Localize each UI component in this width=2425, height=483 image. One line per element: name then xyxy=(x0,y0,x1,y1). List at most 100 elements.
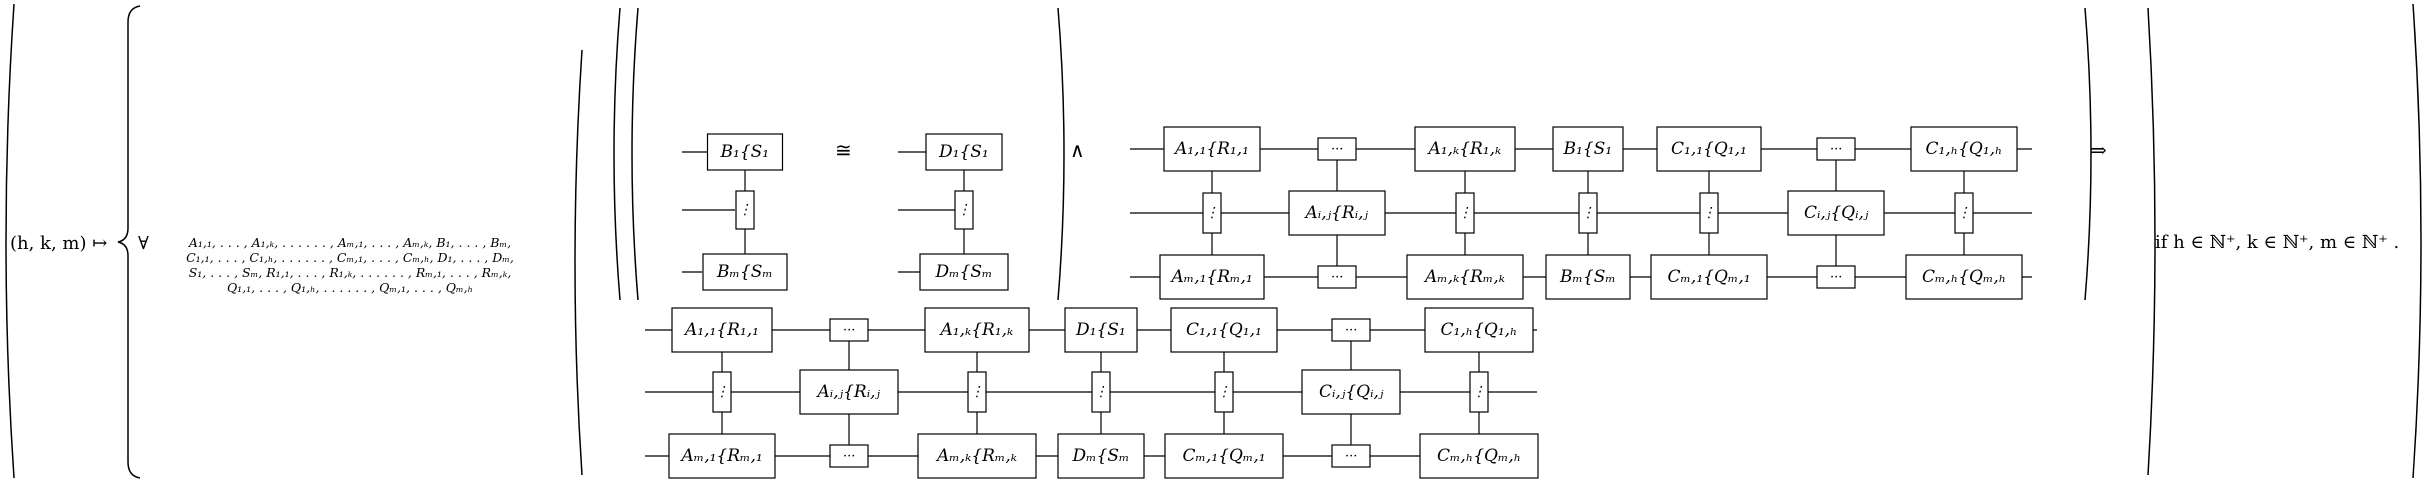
lower-row3-gate-3-box xyxy=(917,433,1037,479)
upper-row2-gate-7-label: ⋮ xyxy=(1957,205,1971,221)
upper-row3-gate-5-box xyxy=(1650,254,1768,300)
lower-row2-gate-3-box xyxy=(967,371,987,413)
lower-row2-gate-3-label: ⋮ xyxy=(970,384,984,400)
lower-row3-gate-4-label: Dₘ{Sₘ xyxy=(1072,445,1130,466)
upper-row2-gate-2-label: Aᵢ,ⱼ{Rᵢ,ⱼ xyxy=(1305,202,1369,223)
forall-symbol: ∀ xyxy=(138,233,149,254)
and-symbol: ∧ xyxy=(1070,138,1085,162)
upper-row3-gate-3-label: Aₘ,ₖ{Rₘ,ₖ xyxy=(1425,266,1505,287)
lower-row2-gate-1-box xyxy=(712,371,732,413)
lower-row3-gate-6-label: ··· xyxy=(1345,448,1358,464)
lower-row3-gate-2-box xyxy=(829,444,869,468)
quantifier-line-1: A₁,₁, . . . , A₁,ₖ, . . . . . . , Aₘ,₁, … xyxy=(188,235,512,250)
upper-row1-gate-2-box xyxy=(1317,137,1357,161)
lower-row1-gate-1-label: A₁,₁{R₁,₁ xyxy=(685,319,759,340)
pair-paren-left xyxy=(631,7,639,301)
lower-row2-gate-4-box xyxy=(1091,371,1111,413)
upper-row2-gate-3-label: ⋮ xyxy=(1458,205,1472,221)
lower-row2-gate-6-box xyxy=(1301,369,1401,415)
lower-row3-gate-5-label: Cₘ,₁{Qₘ,₁ xyxy=(1182,445,1266,466)
upper-row2-gate-4-box xyxy=(1578,192,1598,234)
lower-row2-gate-5-box xyxy=(1214,371,1234,413)
lower-row2-gate-2-box xyxy=(799,369,899,415)
upper-row2-gate-6-label: Cᵢ,ⱼ{Qᵢ,ⱼ xyxy=(1804,202,1869,223)
upper-row3-gate-7-box xyxy=(1905,254,2023,300)
upper-row2-gate-5-box xyxy=(1699,192,1719,234)
upper-row3-gate-1-box xyxy=(1159,254,1265,300)
lower-row2-gate-1-label: ⋮ xyxy=(715,384,729,400)
upper-row1-gate-7-box xyxy=(1910,126,2018,172)
lower-row2-gate-5-label: ⋮ xyxy=(1217,384,1231,400)
lower-row1-gate-4-box xyxy=(1064,307,1138,353)
upper-row3-gate-2-label: ··· xyxy=(1331,269,1344,285)
upper-row1-gate-1-box xyxy=(1163,126,1261,172)
lower-row2-gate-7-box xyxy=(1469,371,1489,413)
lower-row1-gate-3-label: A₁,ₖ{R₁,ₖ xyxy=(940,319,1014,340)
lower-row1-gate-2-box xyxy=(829,318,869,342)
upper-row2-gate-5-label: ⋮ xyxy=(1702,205,1716,221)
lower-row2-gate-2-label: Aᵢ,ⱼ{Rᵢ,ⱼ xyxy=(817,381,881,402)
b-mid-gate-label: ⋮ xyxy=(738,202,752,218)
lower-row3-gate-6-box xyxy=(1331,444,1371,468)
lower-row3-gate-7-label: Cₘ,ₕ{Qₘ,ₕ xyxy=(1437,445,1522,466)
lower-row1-gate-7-box xyxy=(1424,307,1534,353)
lower-row1-gate-6-label: ··· xyxy=(1345,322,1358,338)
lhs-paren-outer xyxy=(574,49,583,476)
upper-row3-gate-1-label: Aₘ,₁{Rₘ,₁ xyxy=(1171,266,1253,287)
b-bot-gate-box xyxy=(702,253,788,291)
lower-row1-gate-3-box xyxy=(924,307,1030,353)
upper-row3-gate-7-label: Cₘ,ₕ{Qₘ,ₕ xyxy=(1922,266,2007,287)
lower-row3-gate-3-label: Aₘ,ₖ{Rₘ,ₖ xyxy=(937,445,1017,466)
upper-row1-gate-3-box xyxy=(1414,126,1516,172)
lower-row1-gate-6-box xyxy=(1331,318,1371,342)
d-bot-gate-box xyxy=(919,253,1009,291)
upper-row1-gate-5-label: C₁,₁{Q₁,₁ xyxy=(1671,138,1747,159)
map-expression: (h, k, m) ↦ xyxy=(10,233,108,254)
upper-row3-gate-5-label: Cₘ,₁{Qₘ,₁ xyxy=(1667,266,1751,287)
upper-row1-gate-3-label: A₁,ₖ{R₁,ₖ xyxy=(1428,138,1502,159)
congruent-symbol: ≅ xyxy=(835,138,852,162)
lower-row1-gate-7-label: C₁,ₕ{Q₁,ₕ xyxy=(1440,319,1518,340)
rhs-paren-outer xyxy=(2147,7,2156,476)
conj-paren-right xyxy=(2084,7,2092,301)
upper-row2-gate-7-box xyxy=(1954,192,1974,234)
d-top-gate-label: D₁{S₁ xyxy=(939,141,989,162)
upper-row2-gate-4-label: ⋮ xyxy=(1581,205,1595,221)
set-left-brace xyxy=(117,5,141,479)
b-top-gate-box xyxy=(706,133,784,171)
upper-row3-gate-4-box xyxy=(1545,254,1631,300)
lower-row3-gate-5-box xyxy=(1164,433,1284,479)
quantifier-line-2: C₁,₁, . . . , C₁,ₕ, . . . . . . , Cₘ,₁, … xyxy=(186,250,514,265)
outer-left-paren xyxy=(5,3,15,479)
lower-row1-gate-4-label: D₁{S₁ xyxy=(1076,319,1126,340)
upper-row1-gate-4-label: B₁{S₁ xyxy=(1563,138,1613,159)
lower-row1-gate-5-box xyxy=(1170,307,1278,353)
upper-row3-gate-6-box xyxy=(1816,265,1856,289)
upper-row2-gate-1-label: ⋮ xyxy=(1205,205,1219,221)
lower-row1-gate-2-label: ··· xyxy=(843,322,856,338)
upper-row3-gate-3-box xyxy=(1406,254,1524,300)
upper-row1-gate-6-box xyxy=(1816,137,1856,161)
outer-right-paren xyxy=(2412,3,2422,479)
lower-row2-gate-6-label: Cᵢ,ⱼ{Qᵢ,ⱼ xyxy=(1319,381,1384,402)
quantifier-line-3: S₁, . . . , Sₘ, R₁,₁, . . . , R₁,ₖ, . . … xyxy=(188,265,512,280)
quantifier-line-4: Q₁,₁, . . . , Q₁,ₕ, . . . . . . , Qₘ,₁, … xyxy=(226,280,474,295)
upper-row1-gate-6-label: ··· xyxy=(1830,141,1843,157)
lower-row3-gate-7-box xyxy=(1419,433,1539,479)
upper-row2-gate-1-box xyxy=(1202,192,1222,234)
upper-row2-gate-2-box xyxy=(1288,190,1386,236)
lower-row3-gate-1-label: Aₘ,₁{Rₘ,₁ xyxy=(681,445,763,466)
lower-row3-gate-2-label: ··· xyxy=(843,448,856,464)
d-top-gate-box xyxy=(925,133,1003,171)
upper-row1-gate-4-box xyxy=(1552,126,1624,172)
upper-row1-gate-5-box xyxy=(1656,126,1762,172)
upper-row3-gate-4-label: Bₘ{Sₘ xyxy=(1560,266,1616,287)
upper-row3-gate-2-box xyxy=(1317,265,1357,289)
upper-row2-gate-3-box xyxy=(1455,192,1475,234)
lower-row3-gate-4-box xyxy=(1057,433,1145,479)
upper-row1-gate-1-label: A₁,₁{R₁,₁ xyxy=(1175,138,1249,159)
lower-row2-gate-4-label: ⋮ xyxy=(1094,384,1108,400)
upper-row3-gate-6-label: ··· xyxy=(1830,269,1843,285)
